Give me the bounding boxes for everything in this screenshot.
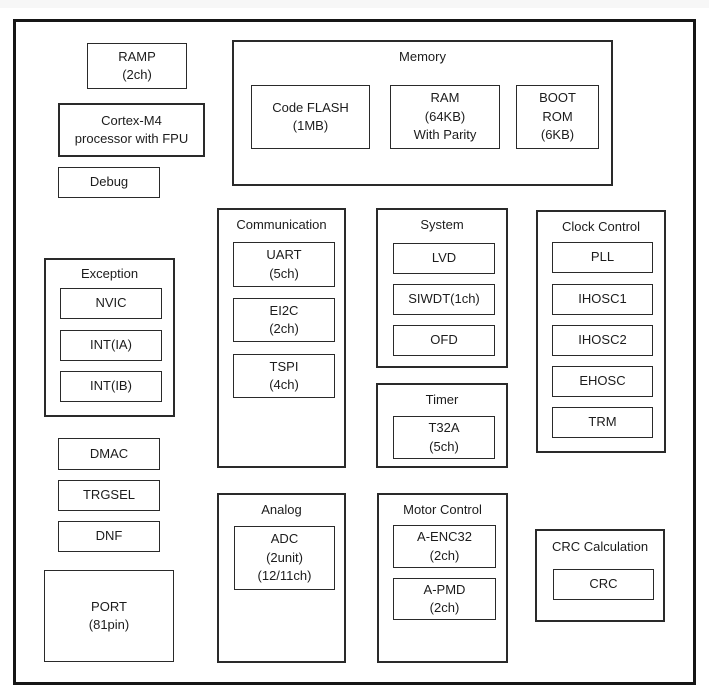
- block-boot-rom: BOOT ROM (6KB): [516, 85, 599, 149]
- block-debug: Debug: [58, 167, 160, 198]
- block-t32a: T32A (5ch): [393, 416, 495, 459]
- group-title-memory: Memory: [399, 49, 446, 64]
- block-pll: PLL: [552, 242, 653, 273]
- group-title-exception: Exception: [80, 266, 139, 281]
- page-top-edge: [0, 0, 709, 8]
- group-title-motor-control: Motor Control: [403, 502, 482, 517]
- group-analog: Analog ADC (2unit) (12/11ch): [217, 493, 346, 663]
- group-crc-calculation: CRC Calculation CRC: [535, 529, 665, 622]
- block-dnf: DNF: [58, 521, 160, 552]
- group-clock-control: Clock Control PLL IHOSC1 IHOSC2 EHOSC TR…: [536, 210, 666, 453]
- block-crc: CRC: [553, 569, 654, 600]
- block-a-pmd: A-PMD (2ch): [393, 578, 496, 620]
- block-adc: ADC (2unit) (12/11ch): [234, 526, 335, 590]
- group-title-system: System: [420, 217, 464, 232]
- block-a-enc32: A-ENC32 (2ch): [393, 525, 496, 568]
- block-trm: TRM: [552, 407, 653, 438]
- group-title-timer: Timer: [425, 392, 459, 407]
- block-ramp: RAMP (2ch): [87, 43, 187, 89]
- block-lvd: LVD: [393, 243, 495, 274]
- group-communication: Communication UART (5ch) EI2C (2ch) TSPI…: [217, 208, 346, 468]
- block-int-ia: INT(IA): [60, 330, 162, 361]
- group-timer: Timer T32A (5ch): [376, 383, 508, 468]
- group-title-clock-control: Clock Control: [561, 219, 641, 234]
- block-code-flash: Code FLASH (1MB): [251, 85, 370, 149]
- group-system: System LVD SIWDT(1ch) OFD: [376, 208, 508, 368]
- group-exception: Exception NVIC INT(IA) INT(IB): [44, 258, 175, 417]
- group-title-communication: Communication: [236, 217, 327, 232]
- block-trgsel: TRGSEL: [58, 480, 160, 511]
- group-title-analog: Analog: [261, 502, 302, 517]
- block-ei2c: EI2C (2ch): [233, 298, 335, 342]
- block-nvic: NVIC: [60, 288, 162, 319]
- block-int-ib: INT(IB): [60, 371, 162, 402]
- block-dmac: DMAC: [58, 438, 160, 470]
- group-memory: Memory Code FLASH (1MB) RAM (64KB) With …: [232, 40, 613, 186]
- block-ram: RAM (64KB) With Parity: [390, 85, 500, 149]
- block-siwdt: SIWDT(1ch): [393, 284, 495, 315]
- block-ihosc1: IHOSC1: [552, 284, 653, 315]
- block-ofd: OFD: [393, 325, 495, 356]
- block-uart: UART (5ch): [233, 242, 335, 287]
- group-title-crc-calculation: CRC Calculation: [551, 539, 649, 554]
- block-ihosc2: IHOSC2: [552, 325, 653, 356]
- group-motor-control: Motor Control A-ENC32 (2ch) A-PMD (2ch): [377, 493, 508, 663]
- block-cortex-m4: Cortex-M4 processor with FPU: [58, 103, 205, 157]
- block-port: PORT (81pin): [44, 570, 174, 662]
- block-ehosc: EHOSC: [552, 366, 653, 397]
- block-tspi: TSPI (4ch): [233, 354, 335, 398]
